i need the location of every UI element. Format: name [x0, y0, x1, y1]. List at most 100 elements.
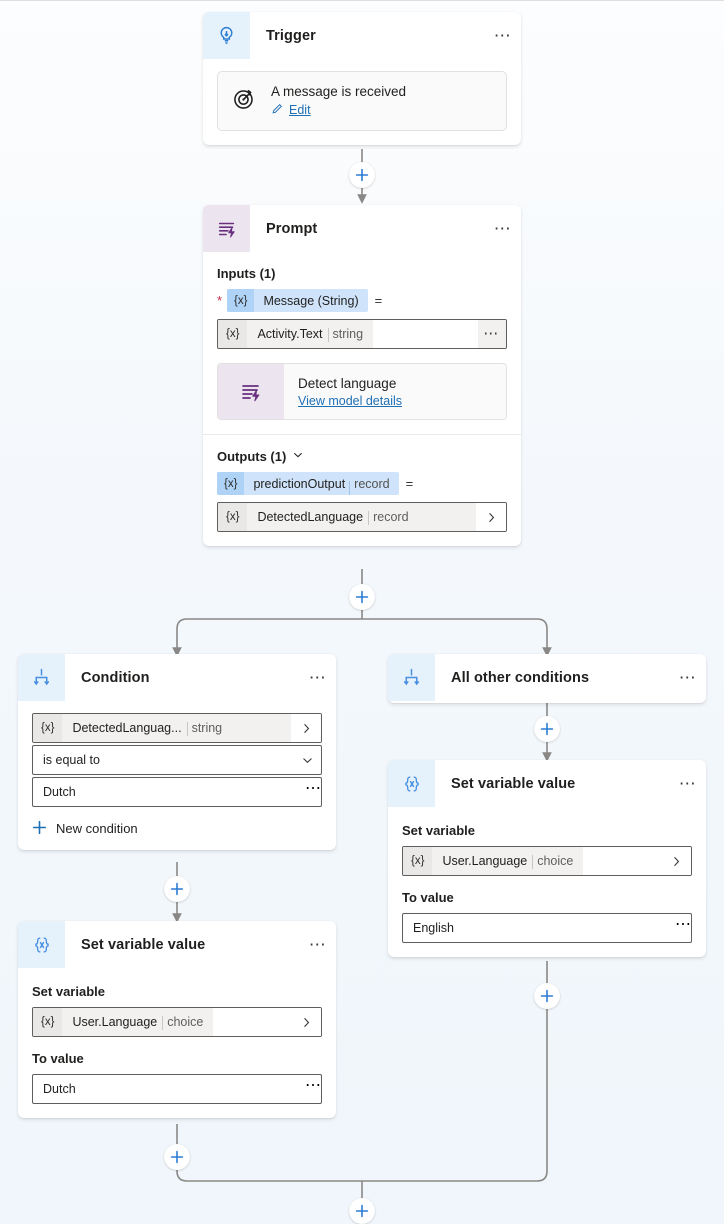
prompt-input-more-button[interactable]: ⋯	[478, 320, 506, 348]
condition-operand-expand-button[interactable]	[291, 714, 321, 742]
add-step-after-set-variable-right[interactable]	[534, 983, 560, 1009]
prompt-output-expand-button[interactable]	[476, 503, 506, 531]
trigger-event-text: A message is received Edit	[271, 84, 406, 118]
branch-condition-icon	[388, 654, 435, 701]
field-filler	[373, 320, 478, 348]
set-variable-value-left-node[interactable]: Set variable value ⋯ Set variable {x} Us…	[18, 921, 336, 1118]
all-other-conditions-header[interactable]: All other conditions ⋯	[388, 654, 706, 701]
condition-operator-value: is equal to	[43, 753, 100, 767]
prompt-output-value: DetectedLanguage	[247, 503, 374, 531]
plus-icon	[540, 989, 554, 1003]
field-filler	[583, 847, 661, 875]
required-marker: *	[217, 293, 223, 308]
trigger-lightbulb-icon	[203, 12, 250, 59]
condition-node-header[interactable]: Condition ⋯	[18, 654, 336, 701]
set-variable-right-variable-name: User.Language	[432, 847, 538, 875]
set-variable-left-title: Set variable value	[81, 936, 206, 953]
trigger-more-button[interactable]: ⋯	[493, 25, 513, 45]
prompt-output-equals: =	[405, 476, 414, 491]
prompt-node-header[interactable]: Prompt ⋯	[203, 205, 521, 252]
set-variable-right-to-value-more-button[interactable]: ⋯	[675, 916, 691, 933]
target-arrow-icon	[232, 86, 257, 116]
prompt-input-value-field[interactable]: {x} Activity.Text string ⋯	[217, 319, 507, 349]
add-step-after-set-variable-left[interactable]	[164, 1144, 190, 1170]
prompt-node[interactable]: Prompt ⋯ Inputs (1) * {x} Message (Strin…	[203, 205, 521, 546]
plus-icon	[32, 820, 47, 836]
add-step-after-trigger[interactable]	[349, 162, 375, 188]
set-variable-left-variable-type: choice	[162, 1008, 214, 1036]
prompt-input-chip: {x} Message (String)	[227, 289, 368, 312]
set-variable-left-variable-expand-button[interactable]	[291, 1008, 321, 1036]
new-condition-label: New condition	[56, 820, 138, 836]
condition-operator-dropdown[interactable]: is equal to	[32, 745, 322, 775]
set-variable-right-header[interactable]: Set variable value ⋯	[388, 760, 706, 807]
chevron-down-icon[interactable]	[293, 754, 321, 767]
trigger-node-header[interactable]: Trigger ⋯	[203, 12, 521, 59]
condition-more-button[interactable]: ⋯	[308, 667, 328, 687]
set-variable-left-to-value-field[interactable]: Dutch ⋯	[32, 1074, 322, 1104]
set-variable-right-variable-type: choice	[532, 847, 584, 875]
prompt-outputs-label: Outputs (1)	[217, 449, 287, 464]
variable-token-icon: {x}	[33, 1008, 63, 1036]
set-variable-left-label: Set variable	[32, 984, 105, 999]
prompt-input-value: Activity.Text	[247, 320, 333, 348]
condition-compare-more-button[interactable]: ⋯	[305, 780, 321, 797]
variable-token-icon: {x}	[218, 320, 248, 348]
add-step-after-merge[interactable]	[349, 1198, 375, 1224]
set-variable-left-to-value-more-button[interactable]: ⋯	[305, 1077, 321, 1094]
prompt-input-param-row: * {x} Message (String) =	[217, 289, 507, 312]
trigger-edit-label: Edit	[289, 103, 311, 117]
prompt-model-text: Detect language View model details	[284, 364, 506, 419]
variable-braces-icon	[388, 760, 435, 807]
prompt-output-value-field[interactable]: {x} DetectedLanguage record	[217, 502, 507, 532]
all-other-conditions-node[interactable]: All other conditions ⋯	[388, 654, 706, 703]
set-variable-value-right-node[interactable]: Set variable value ⋯ Set variable {x} Us…	[388, 760, 706, 957]
trigger-event-title: A message is received	[271, 84, 407, 99]
condition-operand-field[interactable]: {x} DetectedLanguag... string	[32, 713, 322, 743]
set-variable-left-more-button[interactable]: ⋯	[308, 934, 328, 954]
set-variable-right-title: Set variable value	[451, 775, 576, 792]
set-variable-right-more-button[interactable]: ⋯	[678, 773, 698, 793]
trigger-edit-link[interactable]: Edit	[271, 102, 406, 118]
all-other-conditions-more-button[interactable]: ⋯	[678, 667, 698, 687]
condition-compare-value: Dutch	[43, 785, 76, 799]
set-variable-right-variable-expand-button[interactable]	[661, 847, 691, 875]
prompt-outputs-label-row[interactable]: Outputs (1)	[217, 449, 507, 464]
prompt-node-title: Prompt	[266, 220, 318, 237]
set-variable-right-to-value-field[interactable]: English ⋯	[402, 913, 692, 943]
variable-braces-icon	[18, 921, 65, 968]
field-filler	[418, 503, 476, 531]
trigger-node[interactable]: Trigger ⋯ A message is received	[203, 12, 521, 145]
prompt-lines-bolt-icon	[218, 364, 284, 419]
set-variable-left-variable-field[interactable]: {x} User.Language choice	[32, 1007, 322, 1037]
condition-node-body: {x} DetectedLanguag... string is equal t…	[18, 701, 336, 850]
plus-icon	[540, 722, 554, 736]
trigger-event-tile[interactable]: A message is received Edit	[217, 71, 507, 131]
add-step-after-all-other-conditions[interactable]	[534, 716, 560, 742]
plus-icon	[170, 882, 184, 896]
condition-operand-value: DetectedLanguag...	[62, 714, 192, 742]
condition-node[interactable]: Condition ⋯ {x} DetectedLanguag... strin…	[18, 654, 336, 850]
set-variable-left-header[interactable]: Set variable value ⋯	[18, 921, 336, 968]
prompt-model-tile[interactable]: Detect language View model details	[217, 363, 507, 420]
chevron-down-icon[interactable]	[292, 449, 304, 464]
add-step-after-prompt[interactable]	[349, 584, 375, 610]
condition-operand-type: string	[186, 714, 233, 742]
set-variable-right-variable-field[interactable]: {x} User.Language choice	[402, 846, 692, 876]
plus-icon	[355, 590, 369, 604]
variable-token-icon: {x}	[217, 472, 245, 495]
prompt-model-title: Detect language	[298, 375, 397, 391]
new-condition-button[interactable]: New condition	[32, 820, 322, 836]
condition-compare-value-field[interactable]: Dutch ⋯	[32, 777, 322, 807]
field-filler	[232, 714, 291, 742]
prompt-input-equals: =	[374, 293, 383, 308]
set-variable-left-to-value: Dutch	[43, 1082, 76, 1096]
add-step-after-condition[interactable]	[164, 876, 190, 902]
prompt-model-details-link[interactable]: View model details	[298, 393, 402, 408]
plus-icon	[355, 168, 369, 182]
set-variable-left-to-value-label: To value	[32, 1051, 84, 1066]
prompt-more-button[interactable]: ⋯	[493, 218, 513, 238]
prompt-section-divider	[203, 434, 521, 435]
prompt-output-name: predictionOutput	[253, 476, 346, 491]
